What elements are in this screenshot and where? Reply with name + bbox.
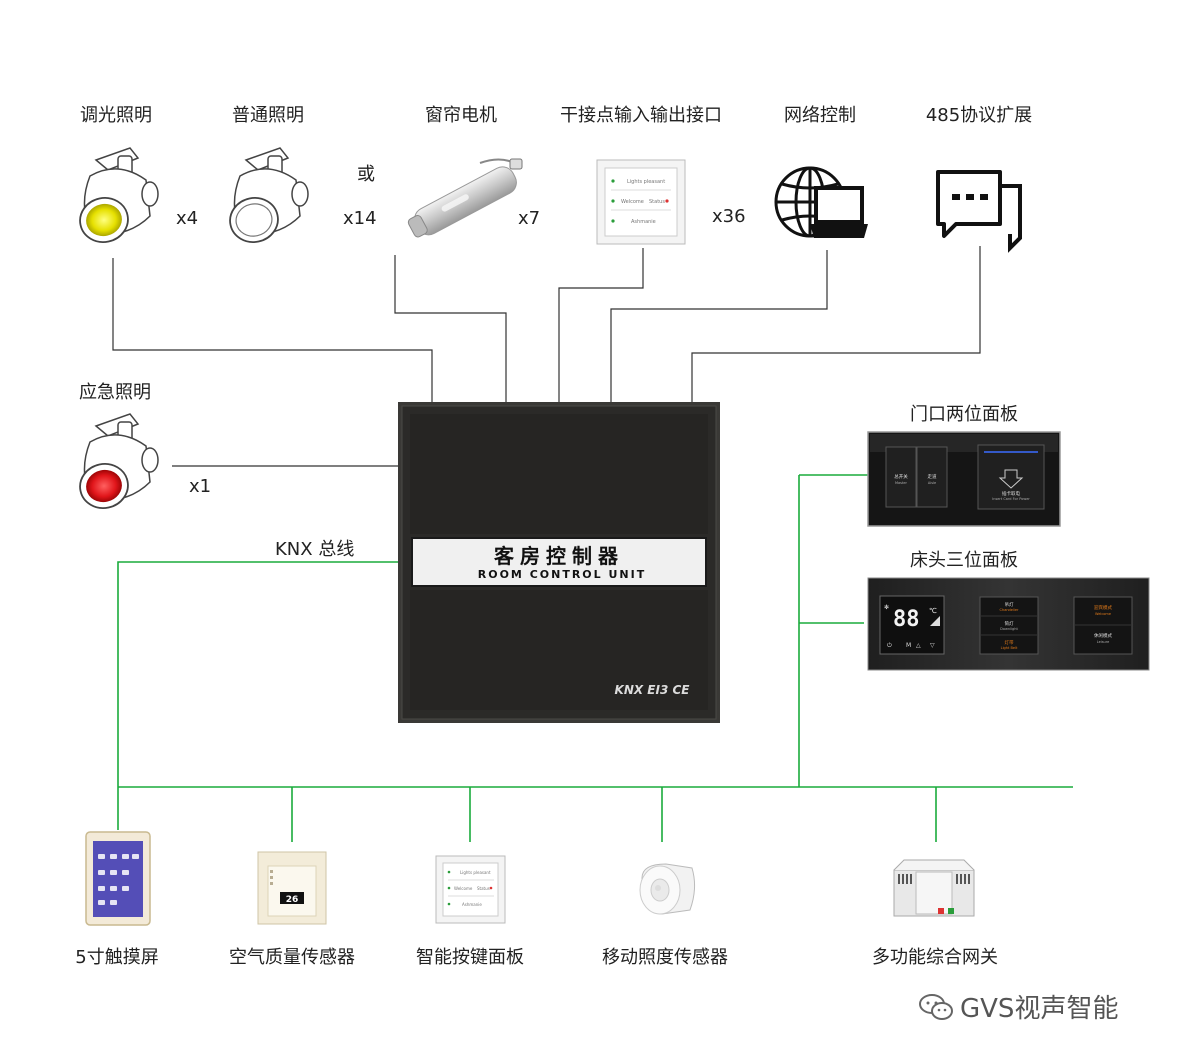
- network-control-icon: [774, 166, 868, 238]
- dimming-light-icon: [79, 147, 159, 243]
- wire-network: [610, 250, 828, 402]
- power-icon: ⏻: [887, 642, 892, 649]
- label-emergency-light: 应急照明: [79, 382, 151, 403]
- bed-btn-2-en: Downlight: [1000, 627, 1018, 631]
- svg-text:Ashmanie: Ashmanie: [631, 219, 656, 225]
- label-dimming-light: 调光照明: [80, 105, 152, 126]
- down-arrow-icon: ▽: [930, 642, 935, 649]
- count-curtain-motor: x7: [518, 208, 541, 229]
- motion-sensor-icon: [639, 863, 696, 915]
- label-knx-bus: KNX 总线: [275, 539, 355, 560]
- bed-temp-display: 88: [893, 607, 920, 632]
- label-motion-sensor: 移动照度传感器: [602, 947, 728, 968]
- curtain-motor-icon: [407, 158, 523, 238]
- door-btn-2-en: Aisle: [928, 481, 936, 485]
- control-wires: [112, 246, 981, 467]
- door-card-en: Insert Card For Power: [992, 497, 1030, 501]
- touchscreen-device-icon: [85, 831, 151, 926]
- or-text: 或: [357, 164, 375, 185]
- knx-bus: [117, 474, 1073, 842]
- label-bed-panel: 床头三位面板: [910, 550, 1018, 571]
- door-btn-2-cn: 走道: [928, 473, 937, 480]
- door-btn-1-en: Master: [895, 481, 908, 485]
- dry-contact-panel-icon: Lights pleasant Welcome Status Ashmanie: [596, 159, 686, 245]
- bed-btn-4-cn: 迎宾模式: [1094, 604, 1112, 611]
- label-gateway: 多功能综合网关: [872, 947, 998, 968]
- air-quality-sensor-icon: 26: [257, 851, 327, 925]
- watermark: GVS视声智能: [918, 988, 1118, 1025]
- label-air-sensor: 空气质量传感器: [229, 947, 355, 968]
- svg-text:Lights pleasant: Lights pleasant: [627, 179, 665, 185]
- label-dry-contact: 干接点输入输出接口: [560, 105, 722, 126]
- keypanel-label-1: Lights pleasant: [460, 870, 491, 875]
- wire-dimming: [112, 258, 433, 402]
- door-card-cn: 插卡取电: [1002, 490, 1020, 497]
- air-sensor-reading: 26: [286, 895, 299, 905]
- room-control-unit: 客房控制器 ROOM CONTROL UNIT KNX EI3 CE: [398, 402, 720, 723]
- wire-dry-contact: [558, 248, 644, 402]
- smart-key-panel-icon: Lights pleasant Welcome Status Ashmanie: [435, 855, 506, 924]
- protocol-485-chat-icon: [936, 170, 1022, 253]
- label-door-panel: 门口两位面板: [910, 404, 1018, 425]
- count-normal-light: x14: [343, 208, 377, 229]
- count-dimming-light: x4: [176, 208, 199, 229]
- wire-curtain: [394, 255, 507, 402]
- label-normal-light: 普通照明: [232, 105, 304, 126]
- bed-temp-unit: ℃: [929, 607, 937, 615]
- bed-btn-3-en: Light Belt: [1001, 646, 1018, 650]
- wechat-icon: [919, 993, 953, 1020]
- controller-title-cn: 客房控制器: [493, 544, 624, 568]
- keypanel-label-4: Ashmanie: [462, 902, 482, 907]
- bed-btn-4-en: Welcome: [1095, 612, 1111, 616]
- bed-btn-1-cn: 吊灯: [1005, 601, 1014, 608]
- keypanel-label-3: Status: [477, 886, 490, 891]
- count-emergency-light: x1: [189, 476, 212, 497]
- keypanel-label-2: Welcome: [454, 886, 473, 891]
- controller-logos: KNX EI3 CE: [615, 683, 691, 697]
- label-key-panel: 智能按键面板: [416, 947, 524, 968]
- door-btn-1-cn: 总开关: [894, 473, 908, 480]
- bed-btn-2-cn: 筒灯: [1005, 620, 1014, 627]
- level-wedge-icon: [930, 616, 940, 626]
- gateway-device-icon: [893, 859, 975, 917]
- emergency-light-icon: [79, 413, 159, 509]
- controller-title-en: ROOM CONTROL UNIT: [478, 568, 646, 581]
- wire-485: [691, 246, 981, 402]
- snowflake-icon: ✻: [884, 604, 889, 611]
- normal-light-icon: [229, 147, 309, 243]
- label-network-control: 网络控制: [784, 105, 856, 126]
- bed-btn-1-en: Chandelier: [1000, 608, 1019, 612]
- bedside-panel-image: ✻ 88 ℃ M ⏻ △ ▽ 吊灯 Chandelier 筒灯 Downligh…: [867, 577, 1150, 671]
- svg-text:Welcome: Welcome: [621, 199, 644, 205]
- label-touchscreen: 5寸触摸屏: [75, 947, 159, 968]
- bed-btn-3-cn: 灯带: [1005, 639, 1014, 646]
- bed-btn-5-cn: 休闲模式: [1094, 632, 1112, 639]
- count-dry-contact: x36: [712, 206, 746, 227]
- svg-text:Status: Status: [649, 199, 665, 205]
- bed-btn-5-en: Leisure: [1097, 640, 1110, 644]
- label-485-protocol: 485协议扩展: [925, 105, 1033, 126]
- label-curtain-motor: 窗帘电机: [425, 105, 497, 126]
- mode-key: M: [906, 642, 911, 649]
- up-arrow-icon: △: [916, 642, 921, 649]
- watermark-text: GVS视声智能: [960, 994, 1119, 1024]
- bus-left-riser: [117, 561, 398, 787]
- door-panel-image: 总开关 Master 走道 Aisle 插卡取电 Insert Card For…: [867, 431, 1061, 527]
